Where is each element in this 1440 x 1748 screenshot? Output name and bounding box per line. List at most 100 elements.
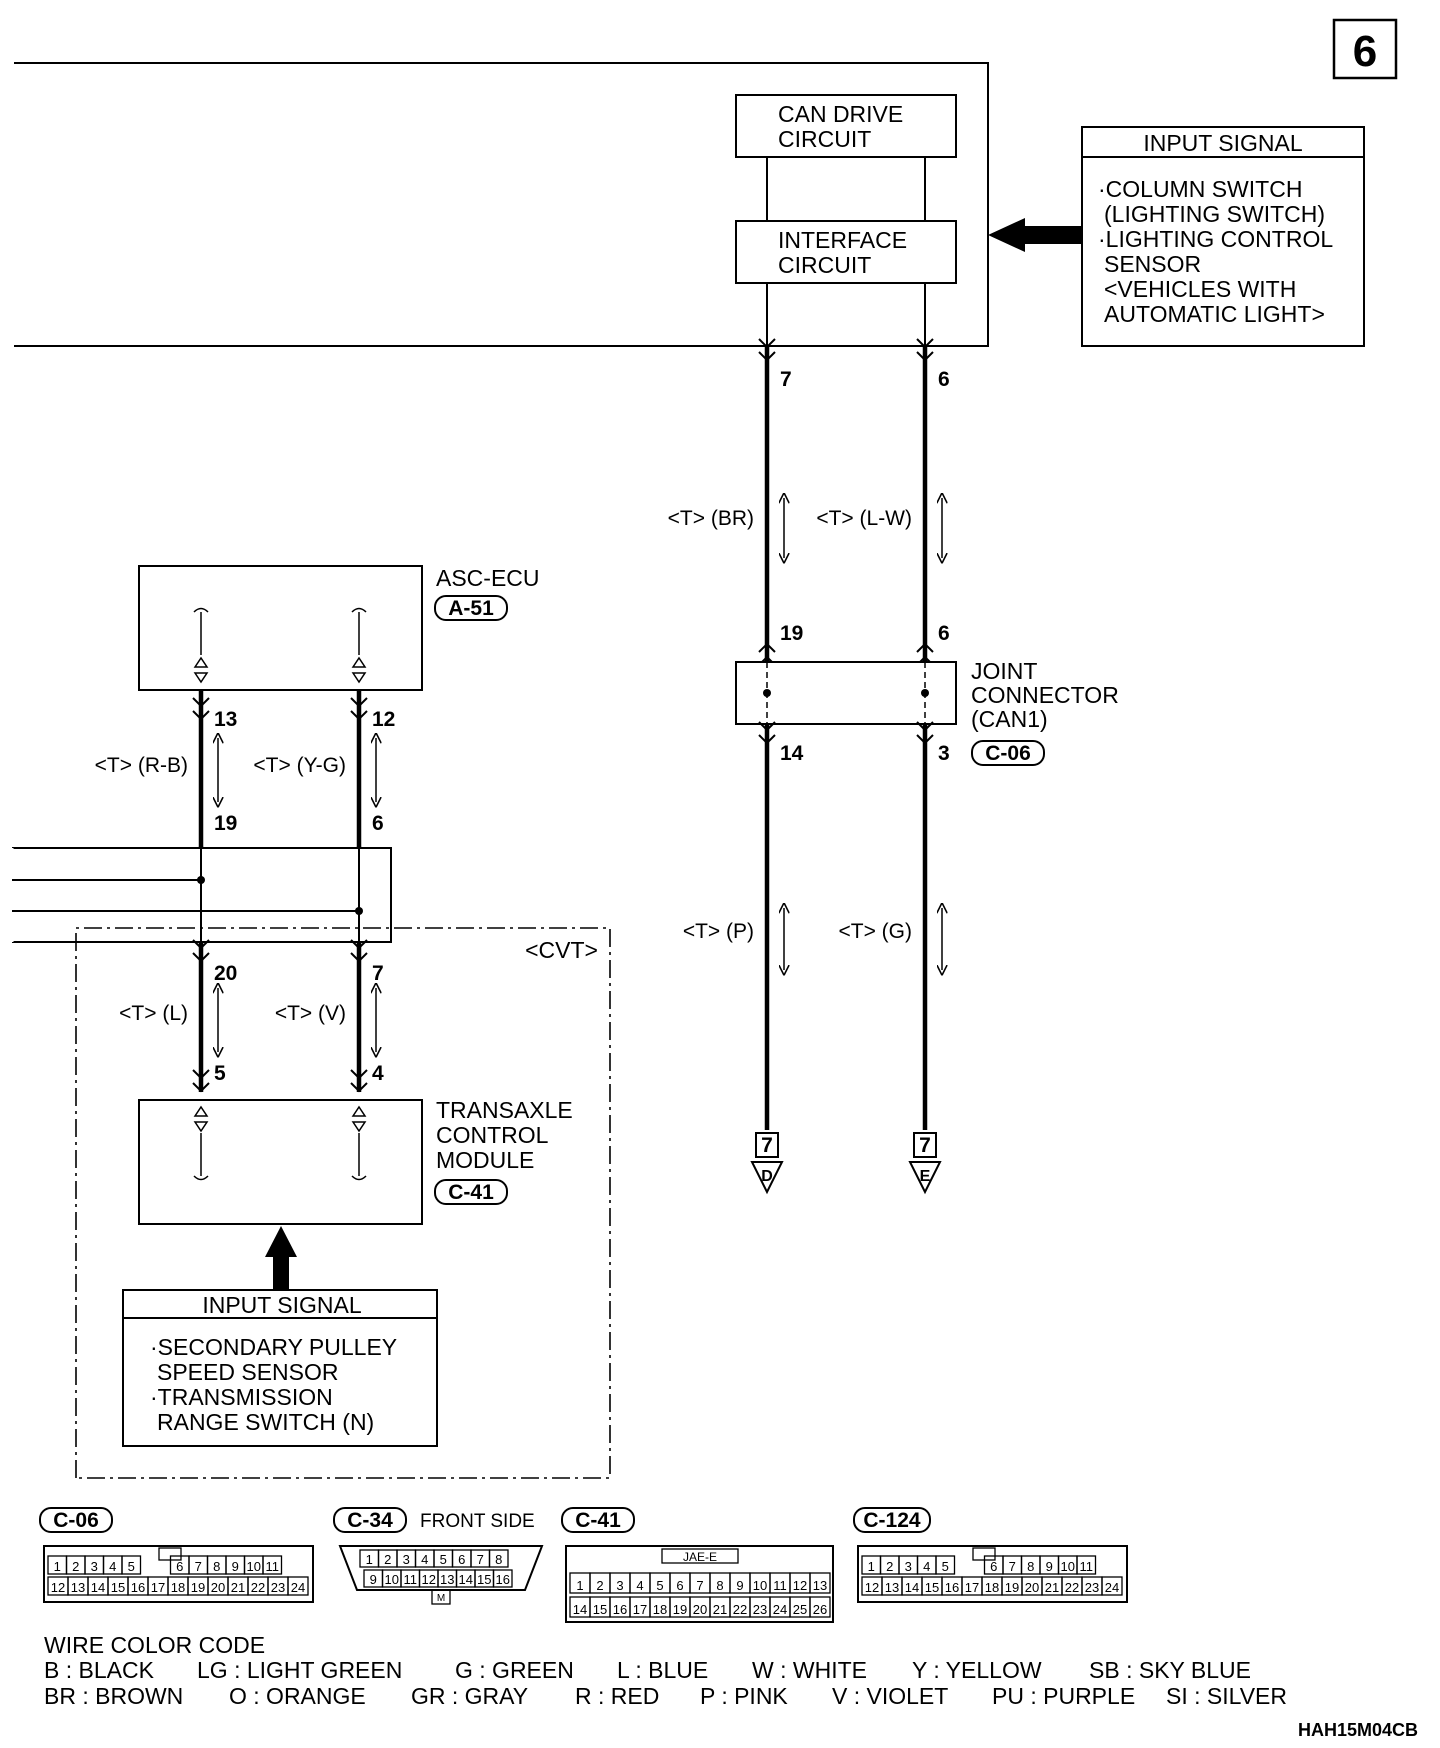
wire-label-l: <T> (L) — [119, 1002, 188, 1025]
c34-r1-pin: 4 — [421, 1552, 428, 1567]
input-bottom-line1: ·SECONDARY PULLEY — [150, 1334, 397, 1360]
asc-ecu-box — [138, 565, 423, 691]
c41-r2-pin: 22 — [733, 1602, 747, 1617]
color-code-entry: BR : BROWN — [44, 1683, 183, 1709]
c06-r1-pin: 1 — [54, 1559, 61, 1574]
asc-connector-badge — [434, 595, 508, 621]
c124-r2-pin: 12 — [865, 1580, 879, 1595]
joint-pin-6: 6 — [938, 622, 950, 645]
joint-label3: (CAN1) — [971, 706, 1048, 732]
wire-label-rb: <T> (R-B) — [95, 754, 188, 777]
c06-r2-pin: 21 — [231, 1580, 245, 1595]
c124-r2-pin: 19 — [1005, 1580, 1019, 1595]
joint-label1: JOINT — [971, 658, 1037, 684]
junction-pin-6: 6 — [372, 812, 384, 835]
joint-connector-id: C-06 — [985, 742, 1031, 765]
c124-r1-pin: 2 — [886, 1559, 893, 1574]
color-code-entry: P : PINK — [700, 1683, 788, 1709]
c41-r1-pin: 12 — [793, 1578, 807, 1593]
input-signal-box-bottom — [122, 1289, 438, 1447]
interface-circuit-box — [735, 220, 957, 284]
wire-label-v: <T> (V) — [275, 1002, 346, 1025]
c06-r2-pin: 17 — [151, 1580, 165, 1595]
wire-label-yg: <T> (Y-G) — [253, 754, 346, 777]
c06-r2-pin: 12 — [51, 1580, 65, 1595]
c34-badge — [333, 1507, 407, 1533]
c34-r1-pin: 7 — [477, 1552, 484, 1567]
joint-connector-box — [735, 661, 957, 725]
c06-r2-pin: 20 — [211, 1580, 225, 1595]
etacs-pin-7: 7 — [780, 368, 792, 391]
joint-pin-14: 14 — [780, 742, 804, 765]
c06-badge — [39, 1507, 113, 1533]
c34-r1-pin: 1 — [366, 1552, 373, 1567]
c124-r2-pin: 22 — [1065, 1580, 1079, 1595]
color-code-row2: BR : BROWN O : ORANGE GR : GRAY R : RED P : … — [44, 1683, 1287, 1709]
c41-r2-pin: 26 — [813, 1602, 827, 1617]
c41-r1-pin: 5 — [656, 1578, 663, 1593]
c124-label: C-124 — [863, 1509, 921, 1532]
color-code-entry: GR : GRAY — [411, 1683, 528, 1709]
c34-front-side: FRONT SIDE — [420, 1511, 535, 1532]
color-code-entry: SI : SILVER — [1166, 1683, 1287, 1709]
tcm-name1: TRANSAXLE — [436, 1097, 573, 1123]
c41-r2-pin: 18 — [653, 1602, 667, 1617]
can-drive-line2: CIRCUIT — [778, 126, 871, 152]
c34-r2-pin: 14 — [459, 1572, 473, 1587]
input-signal-title-top: INPUT SIGNAL — [1143, 130, 1303, 156]
c34-r1-pin: 5 — [440, 1552, 447, 1567]
c34-r1-pin: 6 — [458, 1552, 465, 1567]
color-code-entry: L : BLUE — [617, 1657, 708, 1683]
c41-r2-pin: 14 — [573, 1602, 587, 1617]
c34-label: C-34 — [347, 1509, 393, 1532]
ref-page-e: 7 — [919, 1134, 931, 1157]
tcm-connector-badge — [434, 1179, 508, 1205]
c06-r1-pin: 2 — [72, 1559, 79, 1574]
ref-box-e — [913, 1132, 937, 1158]
joint-connector-badge — [971, 740, 1045, 766]
c124-r2-pin: 23 — [1085, 1580, 1099, 1595]
c34-r1-pin: 2 — [384, 1552, 391, 1567]
c41-r2-pin: 25 — [793, 1602, 807, 1617]
tcm-input-arrow — [265, 1226, 297, 1290]
c124-r2-pin: 18 — [985, 1580, 999, 1595]
color-code-entry: V : VIOLET — [832, 1683, 948, 1709]
c124-r1-pin: 6 — [990, 1559, 997, 1574]
input-top-line1: ·COLUMN SWITCH — [1098, 176, 1302, 202]
etacs-pin-6: 6 — [938, 368, 950, 391]
c41-r1-pin: 9 — [736, 1578, 743, 1593]
c41-r1-pin: 8 — [716, 1578, 723, 1593]
c124-r2-pin: 15 — [925, 1580, 939, 1595]
color-code-entry: LG : LIGHT GREEN — [197, 1657, 402, 1683]
input-bottom-line2: SPEED SENSOR — [157, 1359, 339, 1385]
c06-r1-pin: 4 — [109, 1559, 116, 1574]
c41-r1-pin: 3 — [616, 1578, 623, 1593]
input-top-line4: SENSOR — [1104, 251, 1201, 277]
color-code-entry: O : ORANGE — [229, 1683, 366, 1709]
tcm-pin-5: 5 — [214, 1062, 226, 1085]
c124-r1-pin: 3 — [905, 1559, 912, 1574]
c124-r2-pin: 21 — [1045, 1580, 1059, 1595]
asc-ecu-name: ASC-ECU — [436, 565, 540, 591]
joint-pin-19: 19 — [780, 622, 803, 645]
c06-r2-pin: 15 — [111, 1580, 125, 1595]
c41-r2-pin: 16 — [613, 1602, 627, 1617]
c06-r2-pin: 18 — [171, 1580, 185, 1595]
c06-r2-pin: 14 — [91, 1580, 105, 1595]
c34-r2-pin: 13 — [440, 1572, 454, 1587]
c34-r2-pin: 16 — [496, 1572, 510, 1587]
color-code-entry: Y : YELLOW — [912, 1657, 1042, 1683]
c124-r1-pin: 8 — [1027, 1559, 1034, 1574]
c06-r1-pin: 10 — [247, 1559, 261, 1574]
c124-r2-pin: 20 — [1025, 1580, 1039, 1595]
c41-r1-pin: 11 — [773, 1578, 787, 1593]
c34-r1-pin: 3 — [403, 1552, 410, 1567]
tcm-name2: CONTROL — [436, 1122, 549, 1148]
ref-box-d — [755, 1132, 779, 1158]
wire-label-br: <T> (BR) — [668, 507, 754, 530]
color-code-entry: R : RED — [575, 1683, 659, 1709]
can-drive-circuit-box — [735, 94, 957, 158]
c41-r1-pin: 4 — [636, 1578, 643, 1593]
tcm-connector-id: C-41 — [448, 1181, 494, 1204]
c06-r1-pin: 8 — [213, 1559, 220, 1574]
